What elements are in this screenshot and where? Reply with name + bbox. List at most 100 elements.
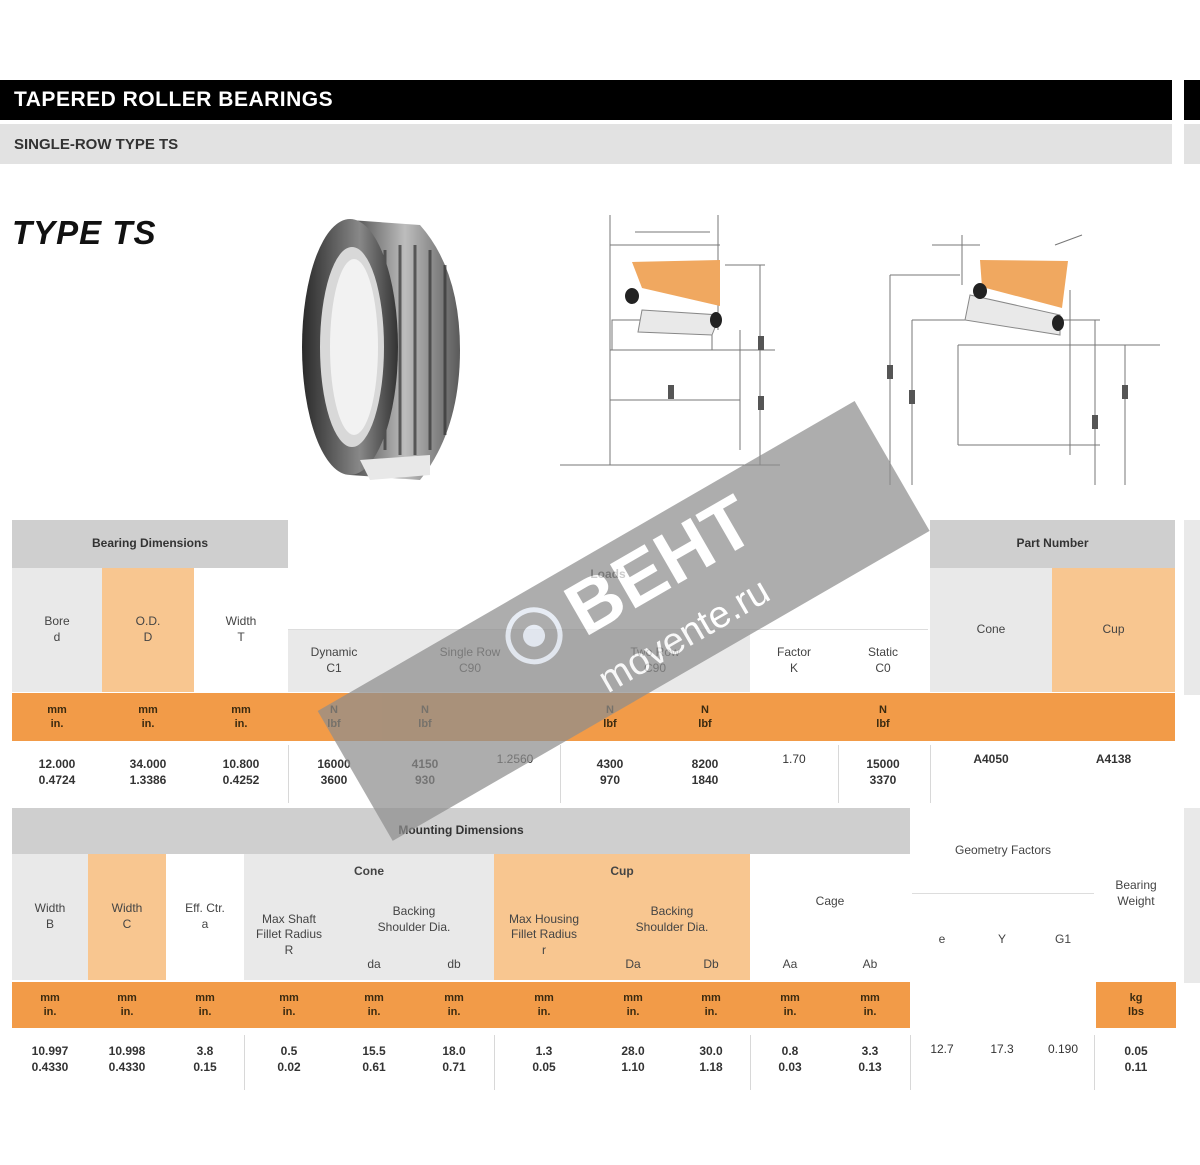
unit-cell: mm in.	[364, 991, 384, 1018]
value-shaft-fillet: 0.5 0.02	[277, 1044, 301, 1074]
value-Aa: 0.8 0.03	[778, 1044, 802, 1074]
value-e: 12.7	[930, 1042, 954, 1057]
col-cup-width: Width C	[88, 854, 166, 980]
col-static-c0: Static C0	[838, 630, 928, 692]
value-k-ratio: 1.2560	[496, 752, 534, 767]
divider	[750, 1035, 751, 1090]
unit-cell: mm in.	[701, 991, 721, 1018]
value-y: 17.3	[990, 1042, 1014, 1057]
col-housing-fillet-radius: Max Housing Fillet Radius r	[494, 890, 594, 980]
col-cone-width: Width B	[12, 854, 88, 980]
units-row-2-weight	[1096, 982, 1176, 1028]
value-db: 18.0 0.71	[442, 1044, 466, 1074]
value-cone-part: A4050	[973, 752, 1009, 767]
table1-edge	[1184, 520, 1200, 695]
group-cage: Cage	[750, 854, 910, 950]
value-c90-two-row-b: 8200 1840	[691, 756, 719, 787]
unit-cell: N lbf	[698, 703, 712, 730]
col-cup-backing: Backing Shoulder Dia.	[594, 890, 750, 950]
group-geometry-factors: Geometry Factors	[912, 808, 1094, 894]
subtitle-bar	[0, 124, 1172, 164]
table2-edge	[1184, 808, 1200, 983]
group-part-number: Part Number	[930, 520, 1175, 568]
divider	[1094, 1035, 1095, 1090]
unit-cell: mm in.	[623, 991, 643, 1018]
divider	[930, 745, 931, 803]
col-bearing-weight: Bearing Weight	[1096, 808, 1176, 980]
unit-cell: mm in.	[534, 991, 554, 1018]
unit-cell: mm in.	[780, 991, 800, 1018]
value-Db: 30.0 1.18	[699, 1044, 723, 1074]
unit-cell: mm in.	[231, 703, 251, 730]
value-c1: 16000 3600	[317, 756, 351, 787]
value-bore: 12.000 0.4724	[38, 756, 76, 787]
unit-cell: kg lbs	[1128, 991, 1144, 1018]
group-loads: Loads	[288, 520, 928, 630]
value-c0: 15000 3370	[866, 756, 900, 787]
col-y: Y	[972, 920, 1032, 960]
col-factor-k: Factor K	[750, 630, 838, 692]
value-width: 10.800 0.4252	[222, 756, 260, 787]
col-single-row-c90: Single Row C90	[380, 630, 560, 692]
col-cone: Cone	[930, 568, 1052, 692]
value-c90-two-row: 4300 970	[596, 756, 624, 787]
col-shaft-fillet-radius: Max Shaft Fillet Radius R	[244, 890, 334, 980]
value-Ab: 3.3 0.13	[858, 1044, 882, 1074]
value-cone-width: 10.997 0.4330	[31, 1044, 69, 1074]
bearing-photo	[302, 219, 460, 480]
unit-cell: N lbf	[603, 703, 617, 730]
divider	[910, 1035, 911, 1090]
unit-cell: N lbf	[418, 703, 432, 730]
group-cup: Cup	[494, 854, 750, 890]
unit-cell: mm in.	[279, 991, 299, 1018]
unit-cell: mm in.	[47, 703, 67, 730]
unit-cell: mm in.	[860, 991, 880, 1018]
value-da: 15.5 0.61	[362, 1044, 386, 1074]
col-outer-diameter: O.D. D	[102, 568, 194, 692]
divider	[288, 745, 289, 803]
col-bore: Bore d	[12, 568, 102, 692]
value-c90: 4150 930	[411, 756, 439, 787]
unit-cell: mm in.	[40, 991, 60, 1018]
bearing-section-diagram	[560, 215, 780, 466]
col-effective-center: Eff. Ctr. a	[166, 854, 244, 980]
unit-cell: N lbf	[327, 703, 341, 730]
value-od: 34.000 1.3386	[129, 756, 167, 787]
unit-cell: mm in.	[117, 991, 137, 1018]
unit-cell: N lbf	[876, 703, 890, 730]
subtitle-bar-edge	[1184, 124, 1200, 164]
value-housing-fillet: 1.3 0.05	[532, 1044, 556, 1074]
value-eff-center: 3.8 0.15	[193, 1044, 217, 1074]
unit-cell: mm in.	[138, 703, 158, 730]
title-bar-edge	[1184, 80, 1200, 120]
group-mounting-dimensions: Mounting Dimensions	[12, 808, 910, 854]
value-k: 1.70	[782, 752, 806, 767]
col-da: da	[334, 950, 414, 980]
title-bar	[0, 80, 1172, 120]
units-row-2	[12, 982, 910, 1028]
value-g1: 0.190	[1047, 1042, 1079, 1057]
type-label: TYPE TS	[12, 214, 157, 251]
divider	[244, 1035, 245, 1090]
group-cone: Cone	[244, 854, 494, 890]
col-g1: G1	[1032, 920, 1094, 960]
unit-cell: mm in.	[195, 991, 215, 1018]
col-Db: Db	[672, 950, 750, 980]
divider	[838, 745, 839, 803]
col-db: db	[414, 950, 494, 980]
col-dynamic-c1: Dynamic C1	[288, 630, 380, 692]
page-subtitle: SINGLE-ROW TYPE TS	[14, 136, 179, 153]
col-e: e	[912, 920, 972, 960]
col-width: Width T	[194, 568, 288, 692]
value-cup-width: 10.998 0.4330	[108, 1044, 146, 1074]
value-cup-part: A4138	[1095, 752, 1132, 767]
value-Da: 28.0 1.10	[621, 1044, 645, 1074]
col-Ab: Ab	[830, 950, 910, 980]
group-bearing-dimensions: Bearing Dimensions	[12, 520, 288, 568]
col-Da: Da	[594, 950, 672, 980]
col-two-row-c90: Two Row C90	[560, 630, 750, 692]
value-weight: 0.05 0.11	[1124, 1044, 1148, 1074]
divider	[560, 745, 561, 803]
unit-cell: mm in.	[444, 991, 464, 1018]
col-Aa: Aa	[750, 950, 830, 980]
